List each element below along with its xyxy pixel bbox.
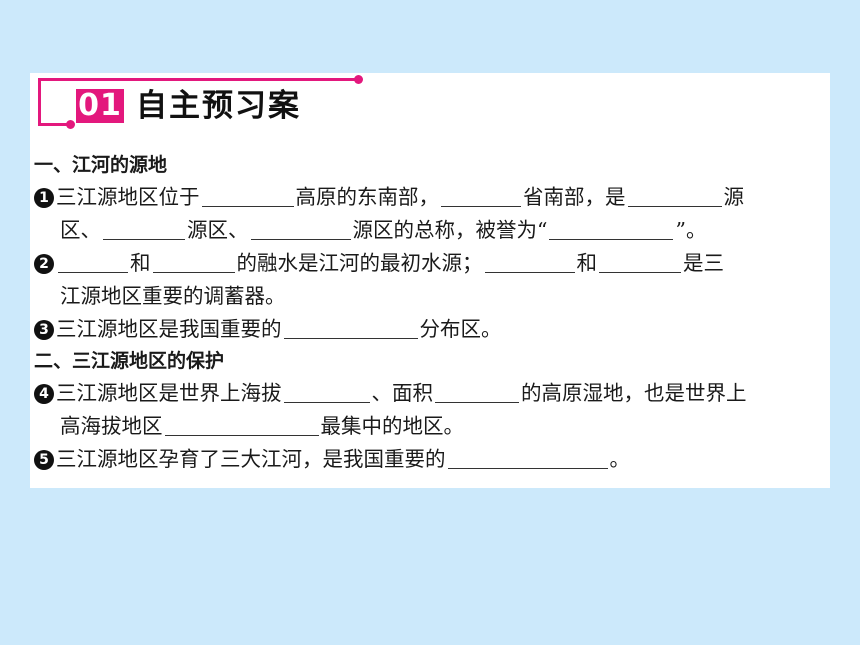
question-text: 省南部，是	[523, 185, 626, 209]
question-4-line-2: 高海拔地区 最集中的地区。	[34, 410, 830, 443]
question-text: 分布区。	[419, 317, 502, 341]
question-text: 源区的总称，被誉为“	[352, 218, 548, 242]
question-number-1: 1	[34, 188, 54, 208]
answer-blank[interactable]	[103, 219, 185, 240]
answer-blank[interactable]	[283, 318, 418, 339]
header-dot-bottom	[66, 120, 75, 129]
answer-blank[interactable]	[283, 382, 370, 403]
question-text: 三江源地区是世界上海拔	[56, 381, 282, 405]
question-text: 、面积	[371, 381, 434, 405]
answer-blank[interactable]	[441, 186, 521, 207]
question-text: 三江源地区位于	[56, 185, 200, 209]
answer-blank[interactable]	[164, 415, 319, 436]
question-text: 源	[723, 185, 745, 209]
answer-blank[interactable]	[627, 186, 722, 207]
question-number-5: 5	[34, 450, 54, 470]
section-header: 01 自主预习案	[34, 75, 414, 135]
answer-blank[interactable]	[435, 382, 519, 403]
header-dot-top	[354, 75, 363, 84]
section-title: 自主预习案	[136, 88, 301, 124]
question-1-line-2: 区、 源区、 源区的总称，被誉为“ ”。	[34, 214, 830, 247]
question-text: 源区、	[187, 218, 249, 242]
question-text: 江源地区重要的调蓄器。	[60, 284, 286, 308]
question-text: 三江源地区是我国重要的	[56, 317, 282, 341]
header-line-top	[38, 78, 360, 81]
question-text: 高海拔地区	[60, 414, 163, 438]
question-text: 是三	[683, 251, 724, 275]
section-heading-2: 二、三江源地区的保护	[34, 350, 225, 372]
answer-blank[interactable]	[58, 252, 128, 273]
question-number-4: 4	[34, 384, 54, 404]
question-text: 。	[609, 447, 631, 471]
question-number-3: 3	[34, 320, 54, 340]
answer-blank[interactable]	[447, 448, 608, 469]
question-number-2: 2	[34, 254, 54, 274]
question-text: 的融水是江河的最初水源；	[236, 251, 483, 275]
section-number-badge: 01	[76, 89, 124, 123]
question-2-line-1: 2 和 的融水是江河的最初水源； 和 是三	[34, 247, 830, 280]
question-text: ”。	[675, 218, 707, 242]
question-2-line-2: 江源地区重要的调蓄器。	[34, 280, 830, 313]
header-line-left	[38, 78, 41, 126]
answer-blank[interactable]	[152, 252, 235, 273]
question-text: 高原的东南部，	[295, 185, 440, 209]
question-text: 和	[130, 251, 151, 275]
answer-blank[interactable]	[549, 219, 674, 240]
question-text: 最集中的地区。	[320, 414, 465, 438]
question-text: 三江源地区孕育了三大江河，是我国重要的	[56, 447, 446, 471]
header-line-bottom	[38, 123, 72, 126]
answer-blank[interactable]	[484, 252, 575, 273]
question-text: 和	[576, 251, 598, 275]
answer-blank[interactable]	[250, 219, 351, 240]
answer-blank[interactable]	[201, 186, 294, 207]
question-text: 区、	[60, 218, 101, 242]
answer-blank[interactable]	[599, 252, 681, 273]
question-text: 的高原湿地，也是世界上	[521, 381, 747, 405]
section-heading-1: 一、江河的源地	[34, 154, 168, 176]
